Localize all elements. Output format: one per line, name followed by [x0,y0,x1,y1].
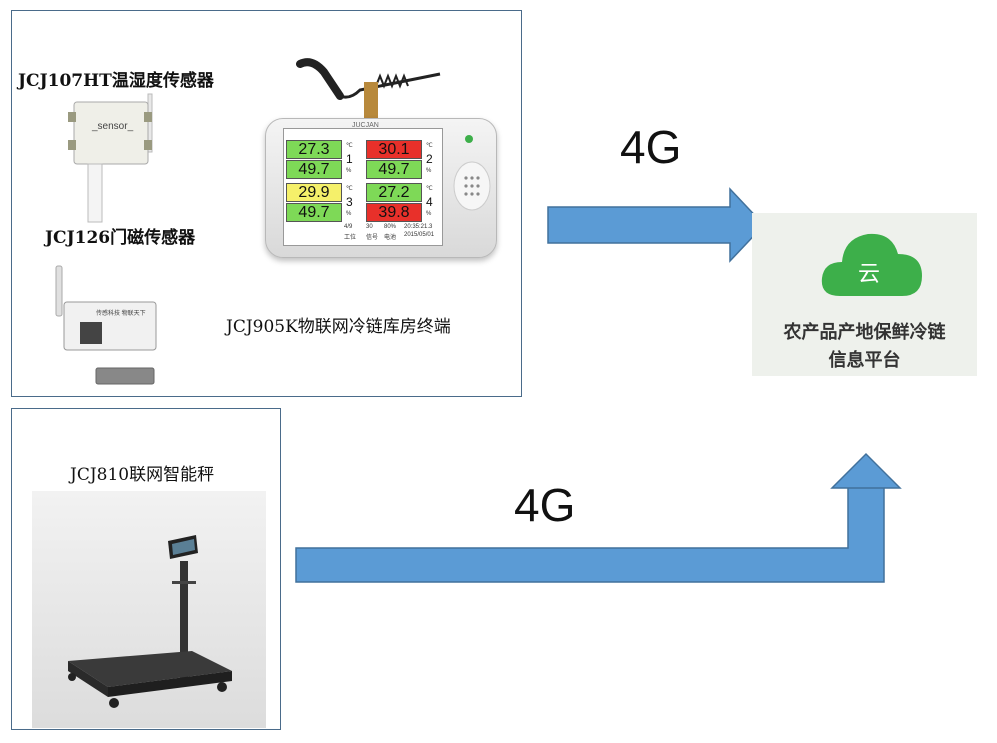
ch3-num: 3 [346,195,353,209]
ch3-temp: 29.9 [286,183,342,202]
top-4g-label: 4G [620,121,682,173]
footer-g: 电池 [384,235,397,241]
ch2-temp: 30.1 [366,140,422,159]
ch2-num: 2 [426,152,433,166]
bottom-arrow [295,452,902,583]
unit-pct-2: % [426,168,432,174]
power-led-icon [465,135,473,143]
speaker-grille [453,161,491,211]
top-arrow [547,187,766,263]
unit-c-2: ℃ [426,143,433,149]
unit-pct-3: % [346,211,352,217]
footer-e: 工位 [344,235,357,241]
ch1-hum: 49.7 [286,160,342,179]
ch3-hum: 49.7 [286,203,342,222]
ch4-num: 4 [426,195,433,209]
ht-sensor-image [68,93,153,223]
ch4-hum: 39.8 [366,203,422,222]
footer-c: 80% [384,224,397,230]
footer-b: 30 [366,224,373,230]
door-sensor-image [55,265,157,385]
footer-a: 4/9 [344,224,353,230]
label-scale: JCJ810联网智能秤 [70,465,215,485]
unit-c-3: ℃ [346,186,353,192]
label-sensor-door: JCJ126门磁传感器 [45,228,196,248]
ch1-temp: 27.3 [286,140,342,159]
unit-c-4: ℃ [426,186,433,192]
ht-sensor-label: _sensor_ [92,121,134,132]
bottom-4g-label: 4G [514,479,576,531]
ch4-temp: 27.2 [366,183,422,202]
ch2-hum: 49.7 [366,160,422,179]
platform-line1: 农产品产地保鲜冷链 [783,322,946,343]
footer-f: 信号 [366,235,379,241]
unit-pct-1: % [346,168,352,174]
cloud-glyph: 云 [858,262,881,287]
label-terminal: JCJ905K物联网冷链库房终端 [226,317,451,337]
terminal-brand: JUCJAN [352,122,379,129]
unit-c-1: ℃ [346,143,353,149]
label-sensor-ht: JCJ107HT温湿度传感器 [18,71,214,91]
ch1-num: 1 [346,152,353,166]
cloud-icon [821,233,922,296]
scale-image [68,535,232,708]
door-sensor-label: 传感科技 物联天下 [96,311,146,317]
footer-h: 2015/05/01 [404,232,435,238]
antenna-image [296,58,441,122]
unit-pct-4: % [426,211,432,217]
footer-d: 20:35:21.3 [404,224,433,230]
platform-line2: 信息平台 [828,350,901,371]
